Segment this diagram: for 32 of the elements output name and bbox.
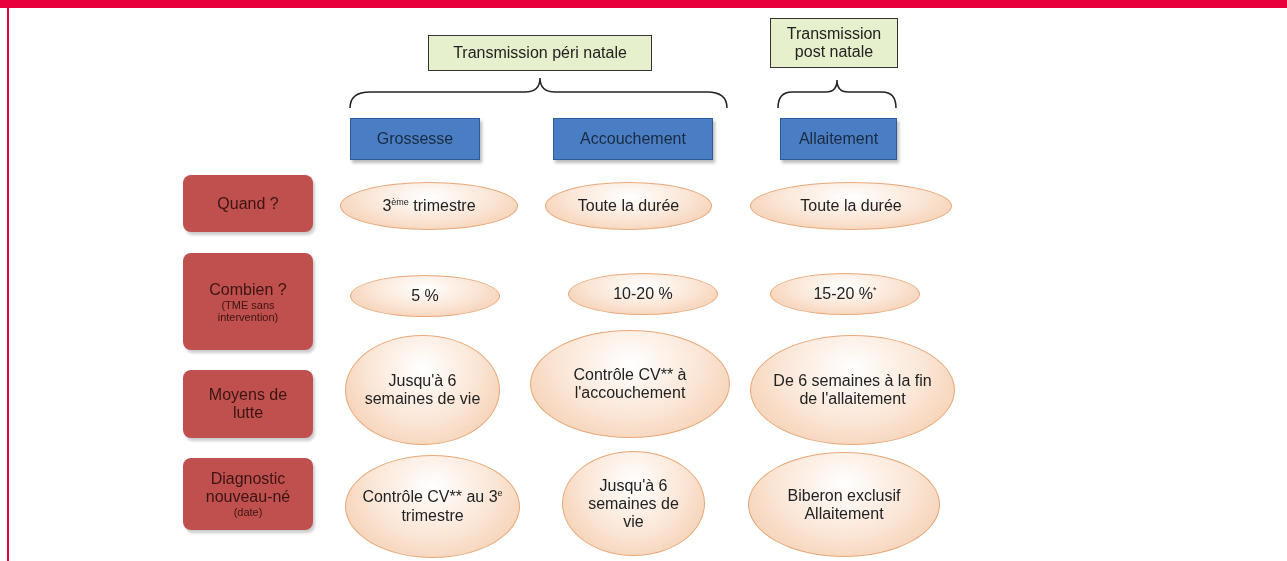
note-text: (date) [233,506,263,518]
label-text: Quand ? [217,194,279,213]
label-text: Combien ? [209,280,287,299]
group-heading-box [428,35,652,71]
label-text: Jusqu'à 6 semaines de vie [363,372,482,408]
label-text: Toute la durée [577,197,680,215]
label-text: Accouchement [580,130,686,148]
label-text: Contrôle CV** à l'accouchement [572,366,688,402]
label-text: Allaitement [798,130,879,148]
label-text: Jusqu'à 6 semaines de vie [587,476,680,531]
phase-header-box [780,118,897,160]
label-text: Moyens de lutte [207,386,289,422]
label-text: 15-20 %$^{*}$ [813,284,877,304]
row-header-box [183,370,313,438]
row-header-box [183,175,313,232]
label-text: Toute la durée [800,197,902,215]
label-text: Transmission post natale [785,25,883,61]
label-text: 3$^{ème}$ trimestre [382,196,476,216]
label-text: Diagnostic nouveau-né [204,470,292,506]
label-text: 5 % [411,287,439,305]
row-header-box [183,253,313,350]
phase-header-box [350,118,480,160]
row-header-box [183,458,313,530]
group-heading-box [770,18,898,68]
phase-header-box [553,118,713,160]
label-text: 10-20 % [613,285,673,303]
label-text: Biberon exclusif Allaitement [786,486,902,523]
label-text: Contrôle CV** au 3$^{e}$ trimestre [361,488,504,525]
note-text: (TME sans intervention) [216,298,280,323]
label-text: De 6 semaines à la fin de l'allaitement [772,372,933,408]
label-text: Grossesse [376,130,454,148]
label-text: Transmission péri natale [453,44,627,62]
